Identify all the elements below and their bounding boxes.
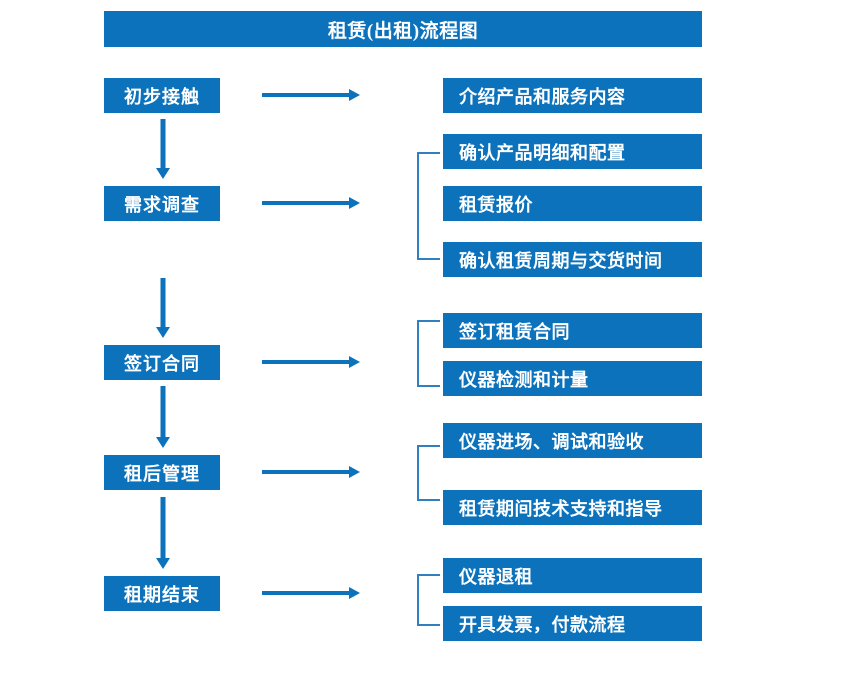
detail-box-label: 仪器退租 [459, 566, 533, 587]
arrow-stage-2-to-stage-3 [155, 278, 170, 338]
stage-box-label: 初步接触 [124, 86, 200, 107]
detail-box[interactable]: 租赁期间技术支持和指导 [443, 490, 702, 525]
bracket-group-contract [416, 320, 442, 387]
bracket-group-termination [416, 574, 442, 626]
arrow-stage-3-to-stage-4 [155, 386, 170, 448]
stage-box-label: 签订合同 [124, 353, 200, 374]
detail-box-label: 仪器进场、调试和验收 [459, 431, 644, 452]
detail-box[interactable]: 介绍产品和服务内容 [443, 78, 702, 113]
arrow-stage-3-to-details [262, 355, 360, 369]
detail-box-label: 签订租赁合同 [459, 321, 570, 342]
stage-box[interactable]: 租期结束 [104, 576, 220, 611]
bracket-group-requirements [416, 152, 442, 260]
arrow-stage-4-to-stage-5 [155, 497, 170, 569]
detail-box[interactable]: 签订租赁合同 [443, 313, 702, 348]
detail-box[interactable]: 租赁报价 [443, 186, 702, 221]
stage-box[interactable]: 初步接触 [104, 78, 220, 113]
detail-box[interactable]: 确认租赁周期与交货时间 [443, 242, 702, 277]
detail-box-label: 仪器检测和计量 [459, 369, 589, 390]
stage-box[interactable]: 租后管理 [104, 455, 220, 490]
detail-box[interactable]: 仪器检测和计量 [443, 361, 702, 396]
detail-box-label: 确认租赁周期与交货时间 [459, 250, 663, 271]
detail-box-label: 介绍产品和服务内容 [459, 86, 626, 107]
stage-box-label: 租期结束 [124, 584, 200, 605]
detail-box[interactable]: 仪器进场、调试和验收 [443, 423, 702, 458]
arrow-stage-1-to-stage-2 [155, 119, 170, 179]
arrow-stage-5-to-details [262, 586, 360, 600]
detail-box-label: 租赁期间技术支持和指导 [459, 498, 663, 519]
arrow-stage-1-to-details [262, 88, 360, 102]
detail-box[interactable]: 仪器退租 [443, 558, 702, 593]
stage-box[interactable]: 签订合同 [104, 345, 220, 380]
detail-box-label: 租赁报价 [459, 194, 533, 215]
detail-box[interactable]: 确认产品明细和配置 [443, 134, 702, 169]
stage-box[interactable]: 需求调查 [104, 186, 220, 221]
arrow-stage-2-to-details [262, 196, 360, 210]
flowchart-title: 租赁(出租)流程图 [104, 11, 702, 47]
detail-box-label: 开具发票，付款流程 [459, 614, 626, 635]
detail-box-label: 确认产品明细和配置 [459, 142, 626, 163]
stage-box-label: 租后管理 [124, 463, 200, 484]
bracket-group-aftercare [416, 445, 442, 501]
arrow-stage-4-to-details [262, 465, 360, 479]
stage-box-label: 需求调查 [124, 194, 200, 215]
detail-box[interactable]: 开具发票，付款流程 [443, 606, 702, 641]
